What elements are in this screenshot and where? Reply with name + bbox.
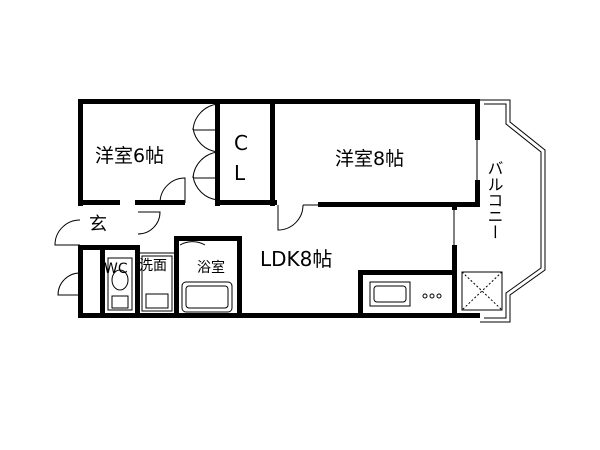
ldk-label: LDK8帖 bbox=[260, 247, 332, 271]
interior-walls bbox=[78, 99, 457, 318]
closet-label-c: C bbox=[234, 131, 248, 155]
balcony-label: バルコニー bbox=[485, 160, 504, 240]
washroom-label: 洗面 bbox=[139, 258, 167, 274]
room-label-western-8: 洋室8帖 bbox=[335, 148, 404, 170]
balcony-outline bbox=[480, 99, 546, 323]
doors bbox=[54, 103, 478, 296]
toilet-label: WC bbox=[104, 261, 128, 277]
closet-label-l: L bbox=[234, 161, 246, 185]
entrance-label: 玄 bbox=[89, 214, 107, 235]
bathroom-label: 浴室 bbox=[197, 259, 225, 276]
fixtures bbox=[107, 255, 503, 313]
room-label-western-6: 洋室6帖 bbox=[95, 145, 164, 167]
